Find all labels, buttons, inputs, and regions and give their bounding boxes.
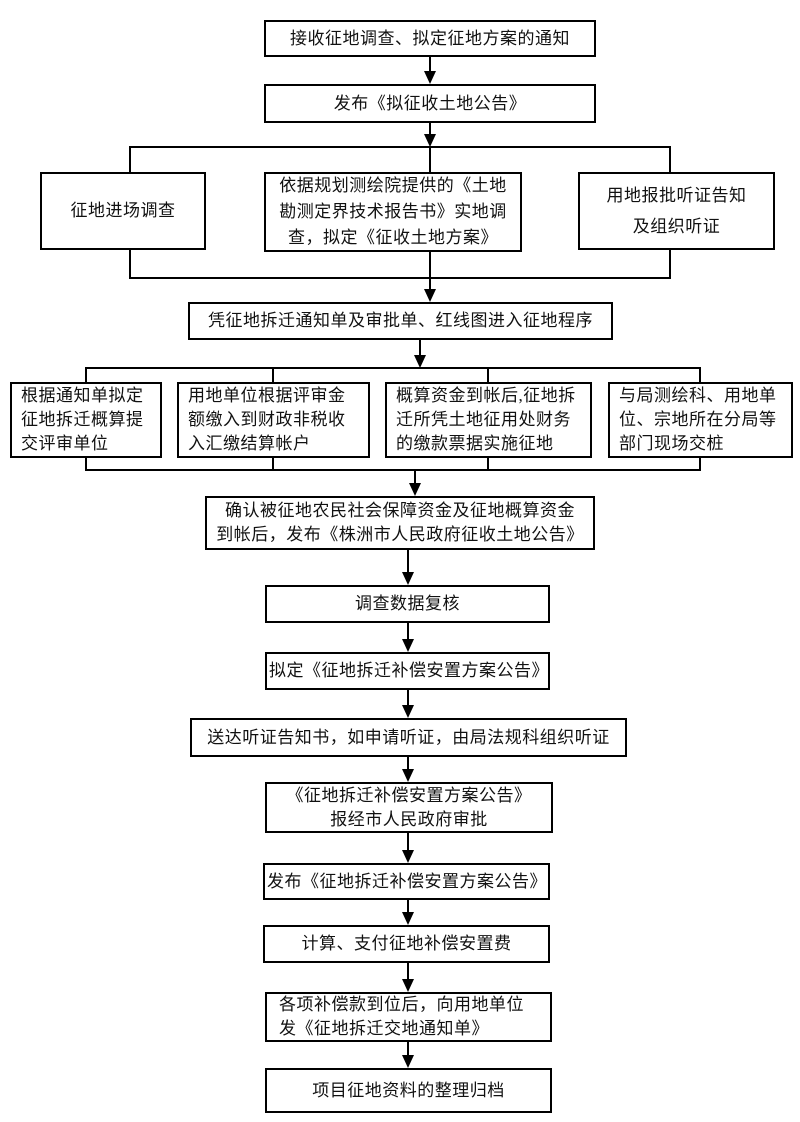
arrow-approval-to-publishplan <box>402 833 414 863</box>
flow-node-confirm-funds: 确认被征地农民社会保障资金及征地概算资金 到帐后，发布《株洲市人民政府征收土地公… <box>205 496 595 550</box>
flow-node-pay-compensation: 计算、支付征地补偿安置费 <box>263 925 550 963</box>
flow-node-enter-procedure: 凭征地拆迁通知单及审批单、红线图进入征地程序 <box>188 302 613 340</box>
arrow-receive-to-publish <box>424 57 436 84</box>
branch-to-budget-row <box>85 340 701 383</box>
flow-node-publish-draft: 发布《拟征收土地公告》 <box>264 84 596 123</box>
flow-node-handover-notice: 各项补偿款到位后，向用地单位 发《征地拆迁交地通知单》 <box>265 992 552 1042</box>
flow-node-plan-approval: 《征地拆迁补偿安置方案公告》 报经市人民政府审批 <box>265 782 553 833</box>
merge-to-confirm-funds <box>85 457 701 496</box>
branch-to-survey-row <box>129 121 671 174</box>
arrow-handover-to-archive <box>402 1042 414 1068</box>
flow-node-implement-levy: 概算资金到帐后,征地拆 迁所凭土地征用处财务 的缴款票据实施征地 <box>385 382 592 458</box>
arrow-review-to-draftplan <box>402 623 414 652</box>
flow-node-survey-plan: 依据规划测绘院提供的《土地 勘测定界技术报告书》实地调 查，拟定《征收土地方案》 <box>264 172 522 252</box>
flow-node-hearing-notice: 用地报批听证告知 及组织听证 <box>578 172 775 250</box>
arrow-pay-to-handover <box>402 963 414 992</box>
flow-node-hearing-delivery: 送达听证告知书，如申请听证，由局法规科组织听证 <box>190 718 627 757</box>
arrow-hearing-to-approval <box>402 757 414 782</box>
arrow-publishplan-to-pay <box>402 900 414 925</box>
arrow-confirm-to-review <box>402 550 414 585</box>
flow-node-stake-handover: 与局测绘科、用地单 位、宗地所在分局等 部门现场交桩 <box>608 382 793 458</box>
flow-node-draft-budget: 根据通知单拟定 征地拆迁概算提 交评审单位 <box>10 382 162 458</box>
flow-node-data-review: 调查数据复核 <box>265 585 550 623</box>
flow-node-publish-plan: 发布《征地拆迁补偿安置方案公告》 <box>263 863 550 900</box>
merge-to-enter-procedure <box>129 249 671 302</box>
flow-node-draft-plan-notice: 拟定《征地拆迁补偿安置方案公告》 <box>265 652 550 690</box>
flow-node-receive-notice: 接收征地调查、拟定征地方案的通知 <box>264 20 596 57</box>
arrow-draftplan-to-hearing <box>402 690 414 718</box>
flow-node-pay-treasury: 用地单位根据评审金 额缴入到财政非税收 入汇缴结算帐户 <box>177 382 370 458</box>
flow-node-site-survey: 征地进场调查 <box>40 172 206 250</box>
flow-node-archive-files: 项目征地资料的整理归档 <box>265 1068 552 1113</box>
